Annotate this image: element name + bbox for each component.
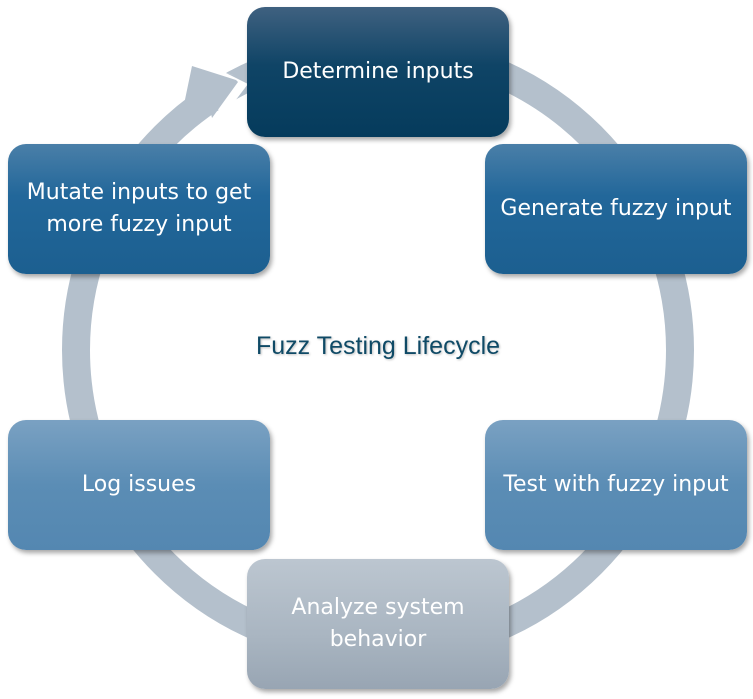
step-label: Analyze system behavior (291, 595, 465, 652)
step-determine-inputs: Determine inputs (247, 7, 509, 137)
step-label: Generate fuzzy input (500, 196, 732, 221)
arrow-head-icon (182, 66, 238, 118)
step-label: Test with fuzzy input (503, 472, 729, 497)
step-test-with-fuzzy-input: Test with fuzzy input (485, 420, 747, 550)
step-generate-fuzzy-input: Generate fuzzy input (485, 144, 747, 274)
step-analyze-system-behavior: Analyze system behavior (247, 559, 509, 689)
step-mutate-inputs: Mutate inputs to get more fuzzy input (8, 144, 270, 274)
step-label: Mutate inputs to get more fuzzy input (26, 180, 252, 237)
step-label: Determine inputs (282, 59, 474, 84)
step-log-issues: Log issues (8, 420, 270, 550)
step-label: Log issues (81, 472, 197, 497)
diagram-title: Fuzz Testing Lifecycle (255, 332, 501, 360)
